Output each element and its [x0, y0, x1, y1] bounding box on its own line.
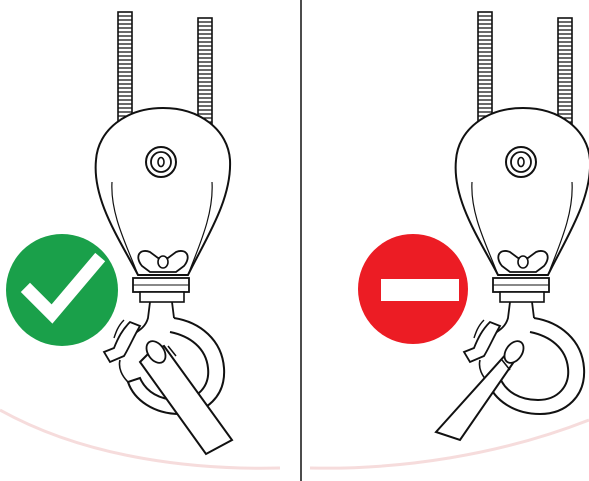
- panel-incorrect: [435, 11, 589, 441]
- no-entry-badge: [358, 234, 468, 344]
- watermark-arc-right: [309, 418, 589, 470]
- check-icon: [20, 252, 106, 324]
- watermark-arc-left: [0, 408, 281, 470]
- panel-correct: [6, 11, 233, 455]
- check-badge: [6, 234, 118, 346]
- badge-circle-green: [6, 234, 118, 346]
- no-entry-icon: [381, 279, 459, 301]
